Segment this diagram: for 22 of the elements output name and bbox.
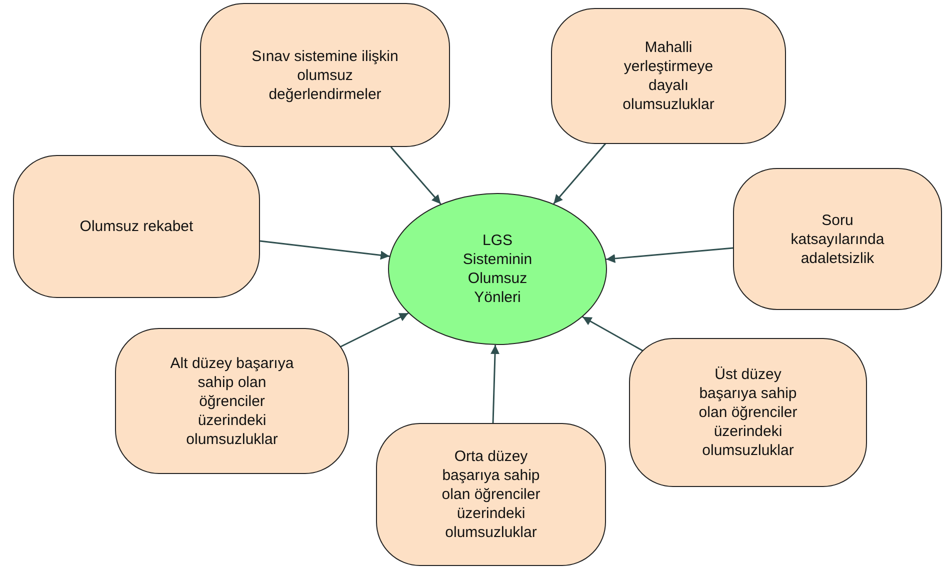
arrow: [606, 247, 734, 263]
node-text: Orta düzey başarıya sahip olan öğrenciler üzerindeki olumsuzluklar: [440, 447, 542, 542]
arrow: [340, 312, 409, 348]
rounded-box: [733, 168, 942, 310]
node-text: Sınav sistemine ilişkin olumsuz değerlendirmeler: [250, 46, 400, 104]
rounded-box: [200, 3, 450, 147]
arrow: [553, 142, 607, 204]
node-text: Soru katsayılarında adaletsizlik: [790, 210, 886, 268]
rounded-box: [13, 155, 260, 298]
arrow: [490, 344, 500, 424]
arrow: [582, 316, 646, 353]
node-text: Alt düzey başarıya sahip olan öğrenciler üzerindeki olumsuzluklar: [170, 354, 294, 448]
arrow: [260, 240, 390, 260]
node-text: Mahalli yerleştirmeye dayalı olumsuzluklar: [622, 38, 716, 114]
rounded-box: [551, 8, 786, 144]
node-text: Üst düzey başarıya sahip olan öğrenciler üzerindeki olumsuzluklar: [698, 365, 798, 460]
node-text: Olumsuz rekabet: [80, 217, 194, 236]
rounded-box: [115, 328, 349, 474]
rounded-box: [376, 423, 606, 566]
node-text: LGS Sisteminin Olumsuz Yönleri: [462, 231, 534, 307]
rounded-box: [629, 338, 867, 487]
arrow: [390, 146, 442, 204]
